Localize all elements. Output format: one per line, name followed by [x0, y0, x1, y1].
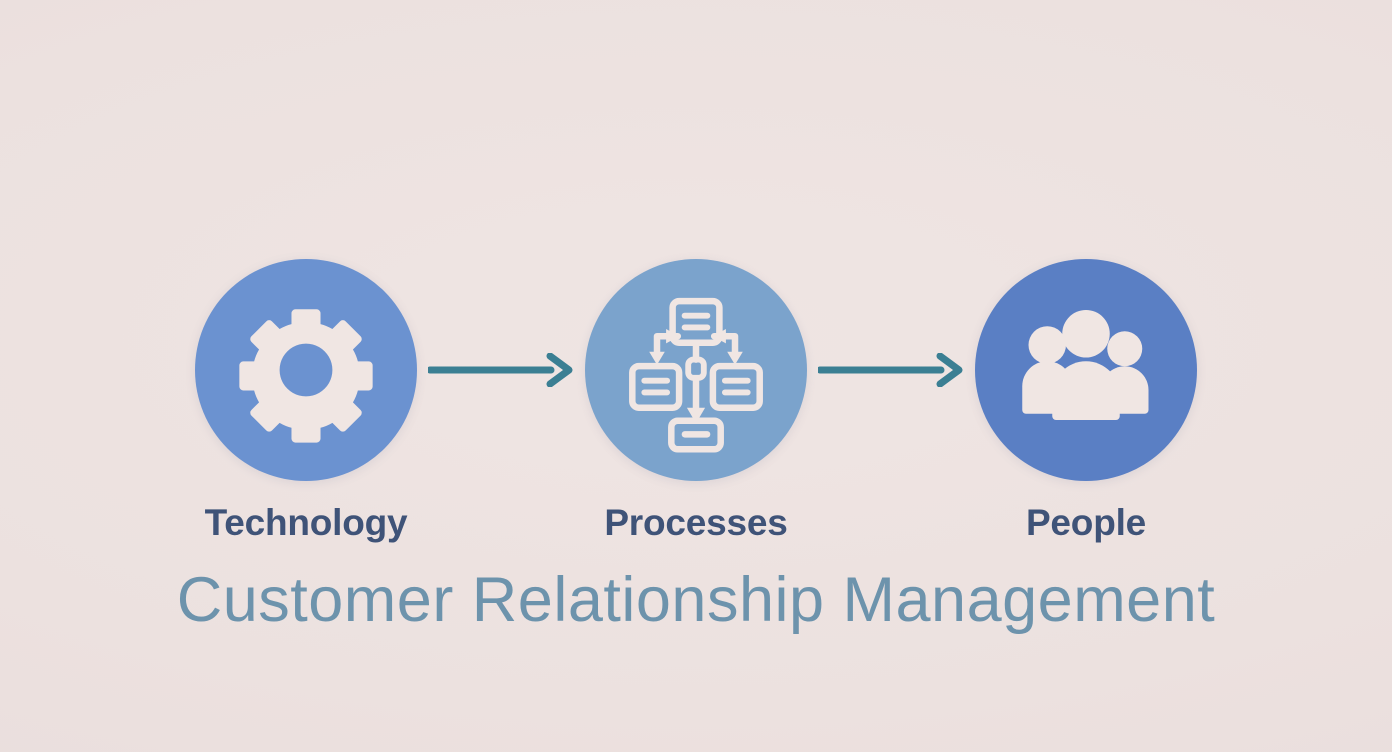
crm-flow-row: Technology — [0, 259, 1392, 543]
node-processes[interactable]: Processes — [585, 259, 807, 543]
arrow-right-icon — [428, 353, 573, 387]
people-group-icon — [1022, 310, 1149, 420]
circle-people — [975, 259, 1197, 481]
node-label-technology: Technology — [204, 502, 408, 543]
node-label-processes: Processes — [604, 502, 788, 543]
circle-technology — [195, 259, 417, 481]
connector-process-to-people — [807, 350, 975, 390]
arrow-right-icon — [818, 353, 963, 387]
node-people[interactable]: People — [975, 259, 1197, 543]
page-title: Customer Relationship Management — [176, 565, 1216, 635]
circle-processes — [585, 259, 807, 481]
node-label-people: People — [1025, 502, 1147, 543]
node-technology[interactable]: Technology — [195, 259, 417, 543]
gear-icon — [239, 309, 373, 443]
connector-tech-to-process — [417, 350, 585, 390]
flowchart-icon — [629, 297, 763, 453]
